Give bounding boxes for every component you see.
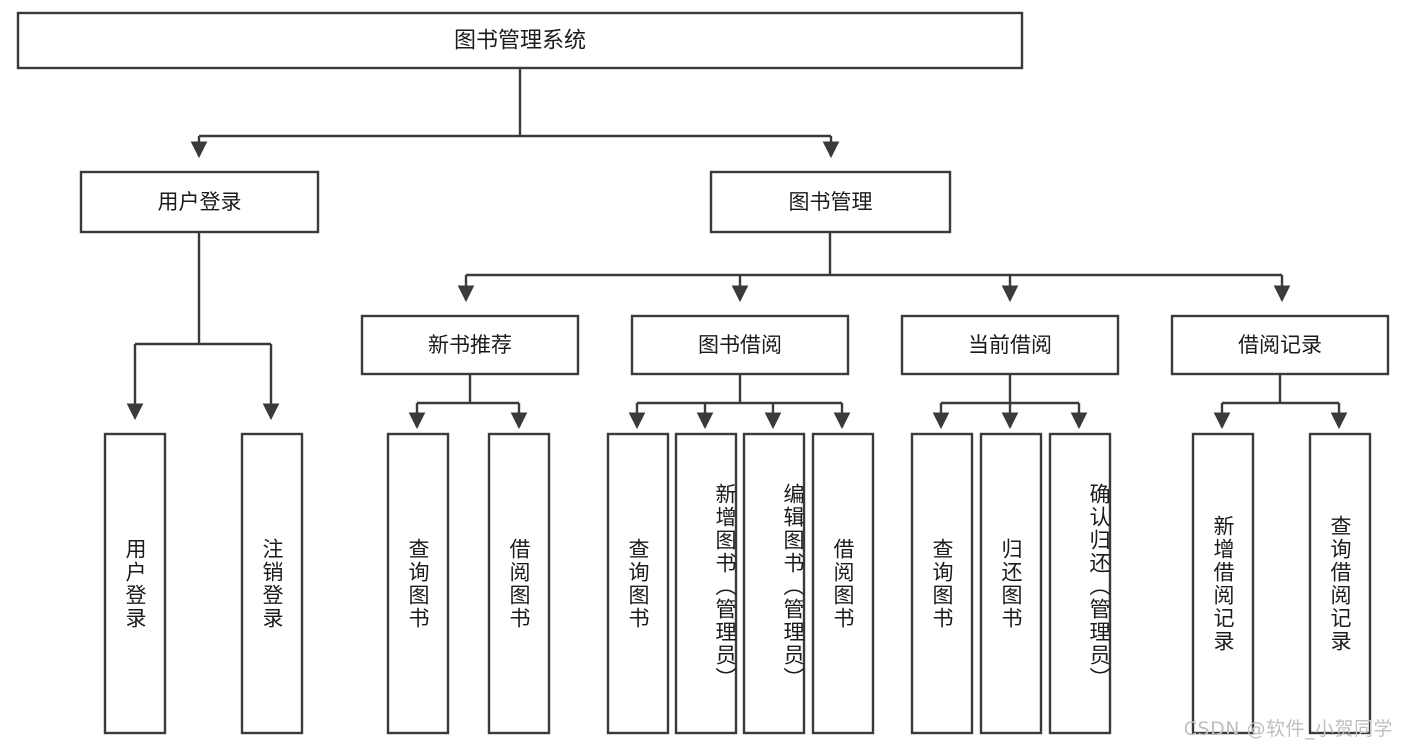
node-borrow-record-label: 借阅记录 bbox=[1238, 333, 1322, 357]
node-user-login-label: 用户登录 bbox=[158, 190, 242, 214]
leaf-box-current-borrow-3[interactable] bbox=[1048, 432, 1112, 735]
leaf-box-new-book-2[interactable] bbox=[487, 432, 551, 735]
node-borrow-record-box[interactable] bbox=[1170, 314, 1390, 376]
node-user-login[interactable]: 用户登录 bbox=[79, 170, 320, 234]
leaf-box-book-borrow-3[interactable] bbox=[742, 432, 806, 735]
node-root-box[interactable] bbox=[16, 11, 1024, 70]
leaf-box-current-borrow-2[interactable] bbox=[979, 432, 1043, 735]
node-borrow-record[interactable]: 借阅记录 bbox=[1170, 314, 1390, 376]
leaf-box-current-borrow-1[interactable] bbox=[910, 432, 974, 735]
leaf-box-book-borrow-1[interactable] bbox=[606, 432, 670, 735]
node-book-management-label: 图书管理 bbox=[789, 190, 873, 214]
node-current-borrow-label: 当前借阅 bbox=[968, 333, 1052, 357]
node-book-borrow[interactable]: 图书借阅 bbox=[630, 314, 850, 376]
leaf-box-user-login-2[interactable] bbox=[240, 432, 304, 735]
leaf-box-user-login-1[interactable] bbox=[103, 432, 167, 735]
node-root-label: 图书管理系统 bbox=[454, 29, 586, 54]
node-book-management-box[interactable] bbox=[709, 170, 952, 234]
leaf-box-book-borrow-2[interactable] bbox=[674, 432, 738, 735]
node-book-management[interactable]: 图书管理 bbox=[709, 170, 952, 234]
node-root[interactable]: 图书管理系统 bbox=[16, 11, 1024, 70]
node-new-book-recommend-label: 新书推荐 bbox=[428, 333, 512, 357]
node-new-book-recommend-box[interactable] bbox=[360, 314, 580, 376]
node-current-borrow[interactable]: 当前借阅 bbox=[900, 314, 1120, 376]
leaf-box-borrow-record-1[interactable] bbox=[1191, 432, 1255, 735]
node-book-borrow-box[interactable] bbox=[630, 314, 850, 376]
leaf-box-book-borrow-4[interactable] bbox=[811, 432, 875, 735]
node-current-borrow-box[interactable] bbox=[900, 314, 1120, 376]
leaf-box-borrow-record-2[interactable] bbox=[1308, 432, 1372, 735]
leaf-box-new-book-1[interactable] bbox=[386, 432, 450, 735]
node-new-book-recommend[interactable]: 新书推荐 bbox=[360, 314, 580, 376]
watermark-text: CSDN @软件_小贺同学 bbox=[1183, 718, 1393, 740]
node-book-borrow-label: 图书借阅 bbox=[698, 333, 782, 357]
